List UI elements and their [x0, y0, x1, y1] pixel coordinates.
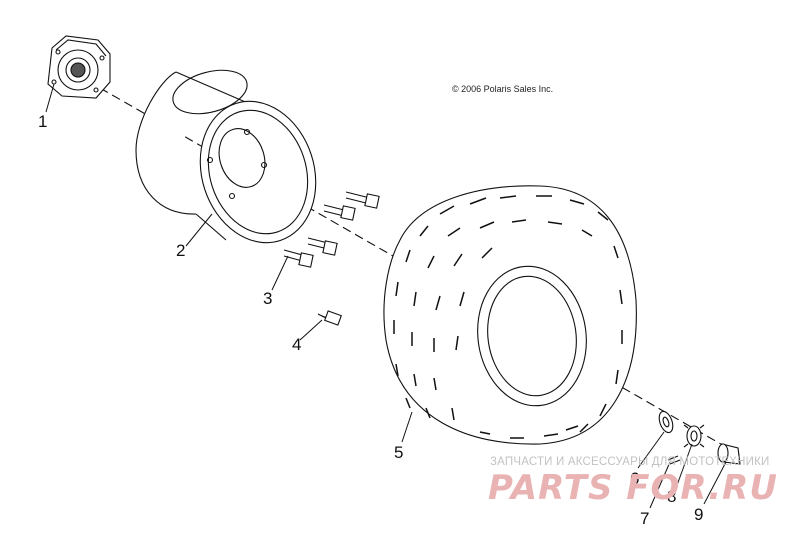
watermark-logo: PARTS FOR.RU — [488, 468, 778, 508]
callout-6: 6 — [630, 469, 640, 488]
callout-1: 1 — [38, 112, 48, 131]
hub-part — [47, 35, 111, 99]
tire-part — [383, 185, 637, 445]
rim-part — [135, 69, 317, 244]
callout-8: 8 — [667, 487, 677, 506]
hub-cap-part — [717, 443, 741, 465]
callout-2: 2 — [176, 241, 186, 260]
callout-4: 4 — [292, 335, 302, 354]
leader-lines — [45, 83, 727, 509]
callout-5: 5 — [394, 443, 404, 462]
castle-nut-part — [683, 424, 705, 448]
cotter-pin-part — [667, 455, 681, 465]
valve-stem-part — [317, 310, 342, 326]
callout-9: 9 — [694, 505, 704, 524]
washer-part — [658, 410, 674, 434]
callout-3: 3 — [263, 289, 273, 308]
callout-7: 7 — [640, 509, 650, 528]
lug-nuts-part — [283, 191, 380, 268]
copyright-notice: © 2006 Polaris Sales Inc. — [452, 84, 554, 94]
watermark-text: ЗАПЧАСТИ И АКСЕССУАРЫ ДЛЯ МОТОТЕХНИКИ — [490, 456, 770, 468]
